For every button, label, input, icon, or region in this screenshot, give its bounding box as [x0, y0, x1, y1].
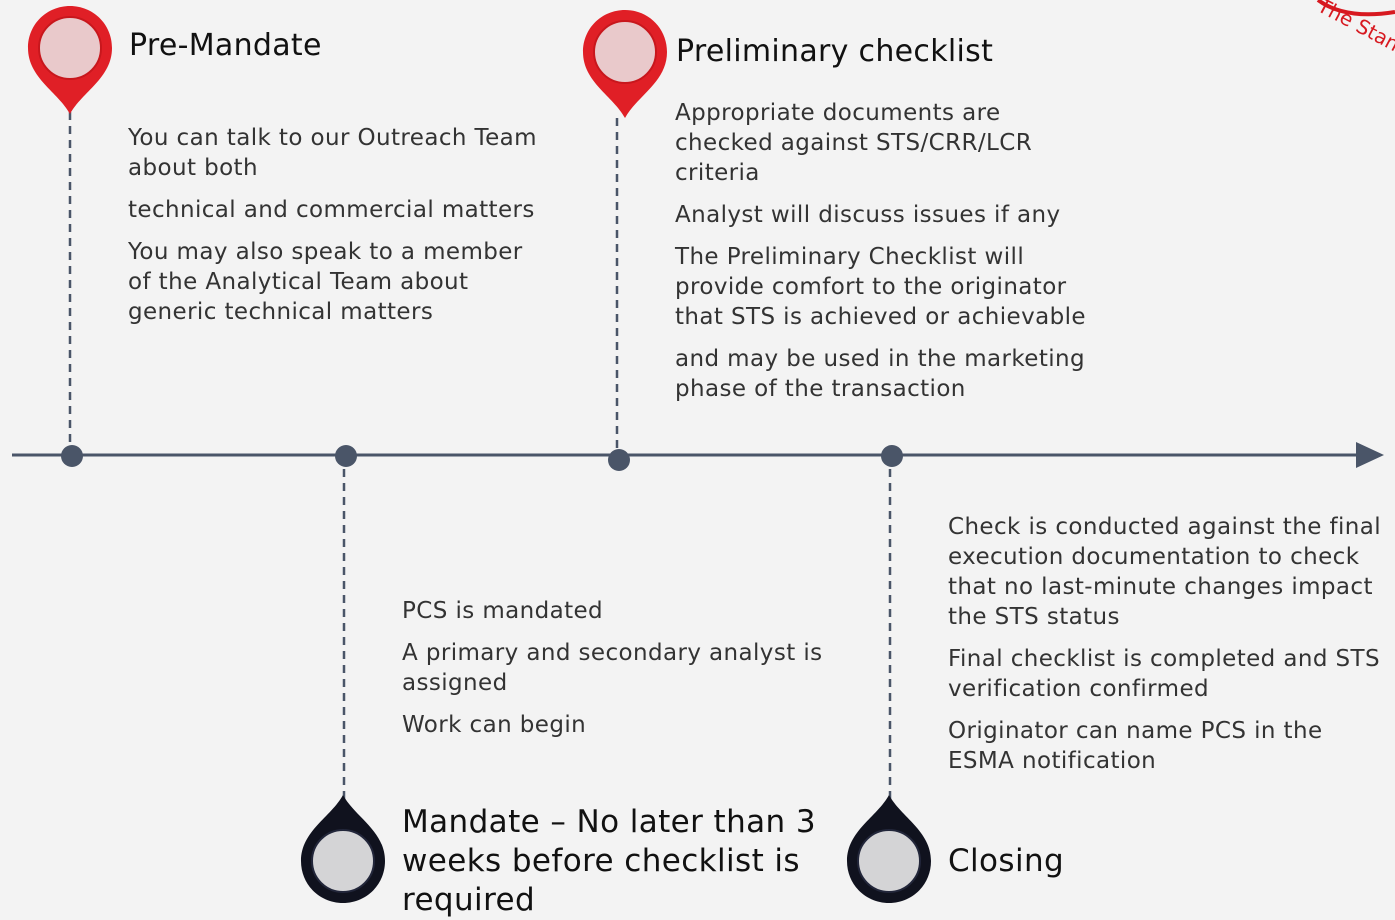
milestone-paragraph: You can talk to our Outreach Team about …	[128, 125, 537, 181]
milestone-paragraph: A primary and secondary analyst is assig…	[402, 640, 823, 696]
milestone-preliminary-checklist: Preliminary checklist	[676, 33, 1096, 71]
milestone-dot-closing	[881, 445, 903, 467]
corner-seal-logo: The Standard	[1313, 0, 1395, 78]
milestone-title: Closing	[948, 843, 1065, 879]
milestone-paragraph: Check is conducted against the final exe…	[948, 514, 1382, 630]
milestone-title: Pre-Mandate	[129, 28, 322, 63]
milestone-paragraph: Appropriate documents are checked agains…	[675, 100, 1033, 186]
milestone-dot-preliminary-checklist	[608, 449, 630, 471]
milestone-title: Preliminary checklist	[676, 34, 994, 69]
milestone-pre-mandate: Pre-Mandate	[129, 27, 569, 65]
milestone-paragraph: Work can begin	[402, 712, 587, 738]
milestone-dot-pre-mandate	[61, 445, 83, 467]
milestone-paragraph: and may be used in the marketing phase o…	[675, 346, 1086, 402]
milestone-mandate: Mandate – No later than 3 weeks before c…	[402, 803, 832, 920]
milestone-preliminary-checklist-details: Appropriate documents are checked agains…	[675, 98, 1100, 404]
timeline-arrowhead-icon	[1356, 442, 1384, 468]
red-map-pin-icon	[583, 10, 667, 118]
milestone-title: Mandate – No later than 3 weeks before c…	[402, 804, 816, 918]
milestone-paragraph: You may also speak to a member of the An…	[128, 239, 523, 325]
milestone-paragraph: Analyst will discuss issues if any	[675, 202, 1061, 228]
milestone-paragraph: Originator can name PCS in the ESMA noti…	[948, 718, 1323, 774]
milestone-paragraph: The Preliminary Checklist will provide c…	[675, 244, 1086, 330]
milestone-closing: Closing	[948, 842, 1248, 881]
milestone-paragraph: Final checklist is completed and STS ver…	[948, 646, 1381, 702]
corner-seal-arc	[1316, 0, 1395, 17]
milestone-paragraph: PCS is mandated	[402, 598, 604, 624]
milestone-dot-mandate	[335, 445, 357, 467]
milestone-mandate-details: PCS is mandated A primary and secondary …	[402, 596, 842, 740]
milestone-paragraph: technical and commercial matters	[128, 197, 535, 223]
dark-map-pin-icon	[301, 795, 385, 903]
dark-map-pin-icon	[847, 795, 931, 903]
milestone-closing-details: Check is conducted against the final exe…	[948, 512, 1388, 776]
milestone-pre-mandate-details: You can talk to our Outreach Team about …	[128, 123, 548, 327]
red-map-pin-icon	[28, 6, 112, 114]
